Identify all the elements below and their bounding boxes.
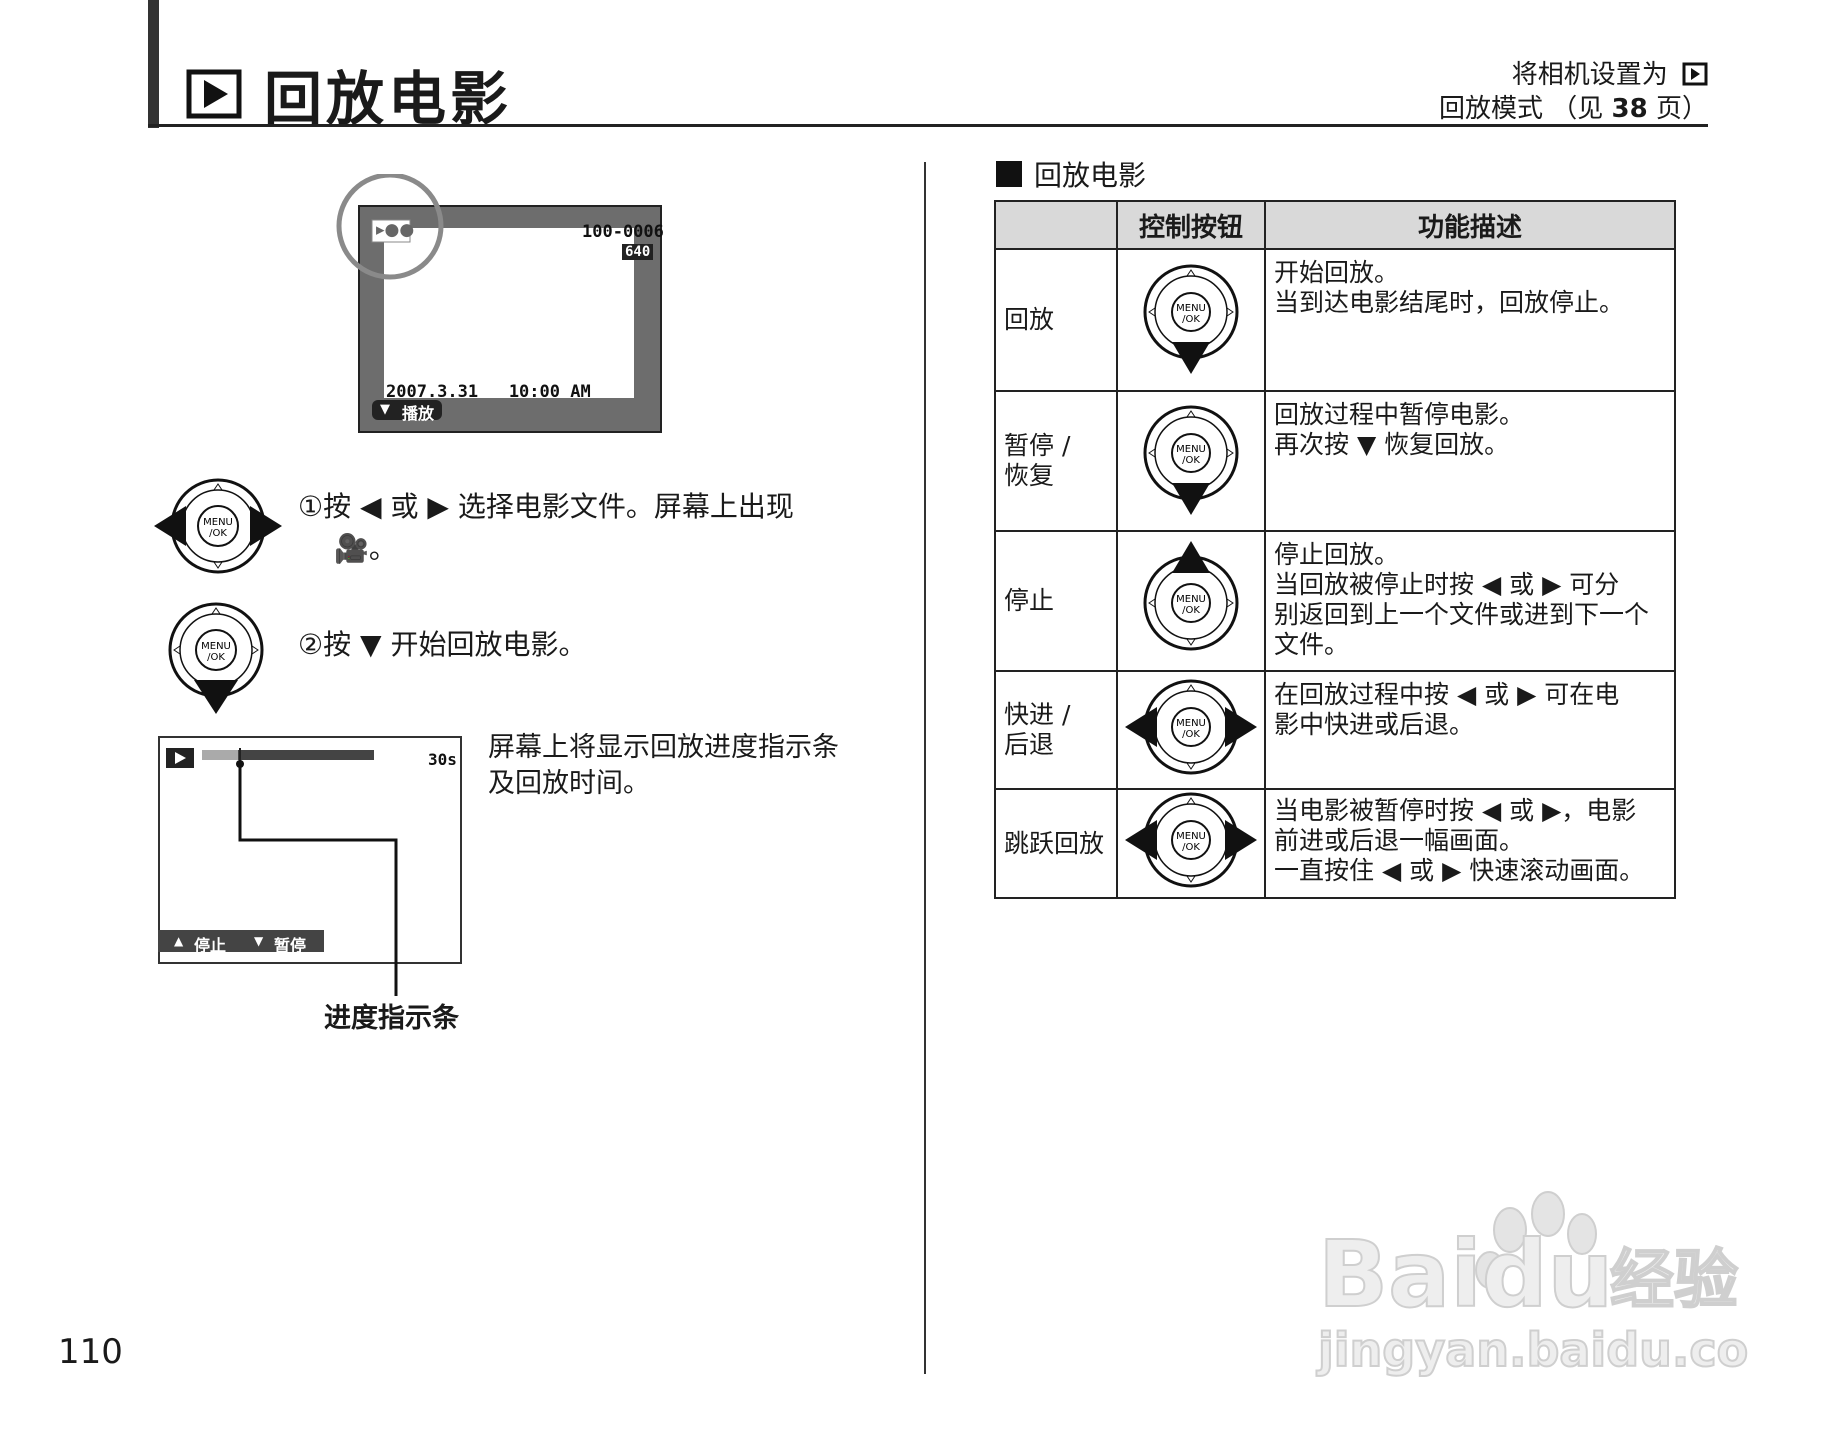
left-arrow-icon: ◀ [360,490,382,523]
step-2-text: ②按 ▼ 开始回放电影。 [298,624,858,666]
step-1-action: 选择电影文件。屏幕上出现 [457,490,794,523]
caption-line-1: 屏幕上将显示回放进度指示条 [488,732,839,763]
step-1-press: 按 [323,490,352,523]
table-row: 停止 MENU /OK 停止回放。当回放被停止时按 ◀ 或 ▶ 可分别返回到上一… [994,530,1676,672]
caption-line-2: 及回放时间。 [488,768,650,799]
step-2-number: ② [298,628,324,661]
svg-text:MENU: MENU [201,641,231,652]
progress-caption: 屏幕上将显示回放进度指示条 及回放时间。 [488,730,888,802]
svg-text:MENU: MENU [1176,831,1206,842]
step-1-number: ① [298,490,324,523]
table-row: 暂停 /恢复 MENU /OK 回放过程中暂停电影。再次按 ▼ 恢复回放。 [994,390,1676,532]
svg-text:MENU: MENU [203,517,233,528]
page-title-text: 回放电影 [264,65,513,133]
dpad-left-right-button-icon: MENU /OK [1116,788,1266,899]
lcd-pause-label: 暂停 [274,936,307,955]
playback-mode-icon [1682,62,1708,86]
row-name: 跳跃回放 [994,788,1118,899]
row-name: 回放 [994,248,1118,392]
movie-icon: 🎥 [334,532,369,565]
row-name: 停止 [994,530,1118,672]
table-row: 回放 MENU /OK 开始回放。当到达电影结尾时，回放停止。 [994,248,1676,392]
step-1-text: ①按 ◀ 或 ▶ 选择电影文件。屏幕上出现 🎥。 [298,486,858,570]
lcd-up-icon: ▲ [174,934,184,948]
header-cell-description: 功能描述 [1264,200,1676,250]
section-square-icon [996,161,1022,187]
lcd-down-icon: ▼ [380,402,390,417]
svg-text:/OK: /OK [1182,314,1200,325]
down-arrow-icon: ▼ [360,628,382,661]
movie-mode-icon: ▸●● [376,220,415,240]
row-name: 快进 /后退 [994,670,1118,790]
control-table: 控制按钮 功能描述 回放 MENU /OK 开始回放。当到达电影结尾时，回 [994,200,1676,899]
svg-text:/OK: /OK [1182,605,1200,616]
lcd-play-label: 播放 [402,404,435,423]
svg-text:jingyan.baidu.com: jingyan.baidu.com [1316,1323,1750,1377]
row-description: 当电影被暂停时按 ◀ 或 ▶，电影前进或后退一幅画面。一直按住 ◀ 或 ▶ 快速… [1264,788,1676,899]
mode-note-line2-end: 页） [1647,94,1708,124]
dpad-down-button-icon: MENU /OK [1116,248,1266,392]
svg-text:/OK: /OK [207,652,225,663]
page-number: 110 [58,1332,123,1372]
header-side-bar [148,0,159,128]
lcd-screen-movie-select: ▸●● 100-0006 640 2007.3.31 10:00 AM ▼ 播放 [336,174,666,436]
row-description: 停止回放。当回放被停止时按 ◀ 或 ▶ 可分别返回到上一个文件或进到下一个文件。 [1264,530,1676,672]
mode-note-line1: 将相机设置为 [1511,60,1668,90]
svg-text:MENU: MENU [1176,303,1206,314]
row-description: 在回放过程中按 ◀ 或 ▶ 可在电影中快进或后退。 [1264,670,1676,790]
table-header-row: 控制按钮 功能描述 [994,200,1676,250]
svg-text:/OK: /OK [1182,455,1200,466]
lcd-stop-label: 停止 [194,936,227,955]
right-arrow-icon: ▶ [427,490,449,523]
mode-note-line2: 回放模式 （见 [1439,94,1612,124]
dpad-up-button-icon: MENU /OK [1116,530,1266,672]
column-divider [924,162,926,1374]
svg-text:Baidu: Baidu [1318,1221,1613,1328]
progress-bar-label: 进度指示条 [324,1003,459,1034]
svg-text:MENU: MENU [1176,444,1206,455]
playback-time: 30s [428,750,457,769]
progress-callout-line [236,760,398,996]
svg-text:/OK: /OK [209,528,227,539]
mode-note-page: 38 [1611,94,1648,124]
lcd-screen-progress: 30s ▲ 停止 ▼ 暂停 [158,736,464,966]
header-mode-note: 将相机设置为 回放模式 （见 38 页） [1439,58,1708,126]
lcd-file-number: 100-0006 [582,222,664,242]
dpad-down: MENU /OK [166,600,266,716]
playback-icon [186,69,242,119]
svg-text:经验: 经验 [1610,1244,1738,1318]
table-row: 快进 /后退 MENU /OK 在回放过程中按 ◀ 或 ▶ 可在电影中快进或后退… [994,670,1676,790]
step-1-end: 。 [368,532,397,565]
header-cell-blank [994,200,1118,250]
paw-icon [1475,1191,1597,1289]
lcd-down-icon-2: ▼ [254,934,264,948]
dpad-left-right-button-icon: MENU /OK [1116,670,1266,790]
table-row: 跳跃回放 MENU /OK 当电影被暂停时按 ◀ 或 ▶，电影前进或后退一幅画面… [994,788,1676,899]
svg-text:MENU: MENU [1176,718,1206,729]
svg-text:/OK: /OK [1182,729,1200,740]
header-cell-button: 控制按钮 [1116,200,1266,250]
section-title-text: 回放电影 [1034,159,1147,192]
page-title: 回放电影 [186,52,512,136]
svg-text:/OK: /OK [1182,842,1200,853]
section-title: 回放电影 [996,154,1146,194]
row-description: 回放过程中暂停电影。再次按 ▼ 恢复回放。 [1264,390,1676,532]
step-2-action: 开始回放电影。 [390,628,587,661]
lcd-image-size: 640 [622,244,654,260]
step-1-or: 或 [390,490,419,523]
dpad-down-button-icon: MENU /OK [1116,390,1266,532]
step-2-press: 按 [323,628,352,661]
svg-text:MENU: MENU [1176,594,1206,605]
baidu-watermark: Baidu 经验 jingyan.baidu.com [1310,1180,1797,1384]
lcd-datetime: 2007.3.31 10:00 AM [386,382,591,402]
row-description: 开始回放。当到达电影结尾时，回放停止。 [1264,248,1676,392]
dpad-left-right: MENU /OK [152,476,284,576]
row-name: 暂停 /恢复 [994,390,1118,532]
header-rule [148,124,1708,127]
